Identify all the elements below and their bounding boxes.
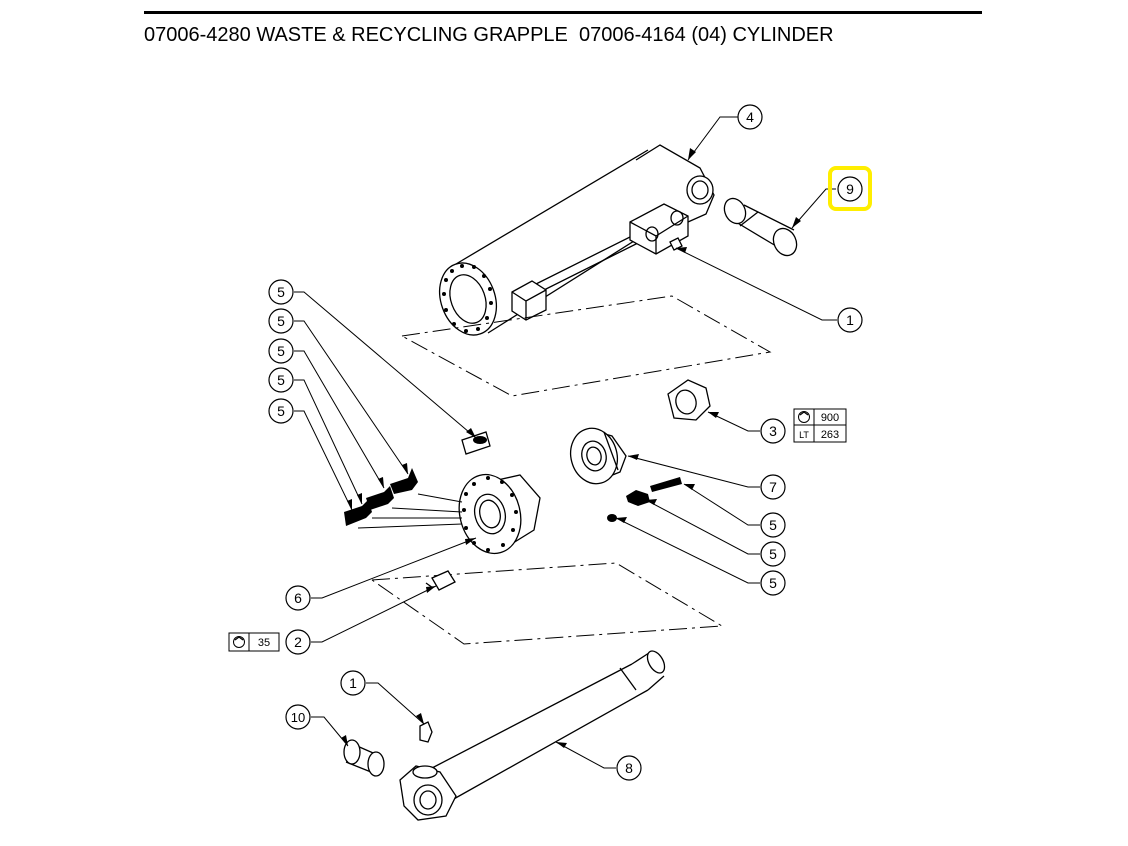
callout-10[interactable]: 10	[285, 704, 311, 730]
svg-text:5: 5	[277, 343, 285, 359]
svg-text:5: 5	[769, 575, 777, 591]
highlight-box	[828, 166, 872, 211]
svg-text:6: 6	[294, 590, 302, 606]
svg-text:5: 5	[277, 372, 285, 388]
leader-lines	[294, 116, 837, 769]
callout-5-b[interactable]: 5	[268, 308, 294, 334]
page-title: 07006-4280 WASTE & RECYCLING GRAPPLE 070…	[144, 24, 834, 46]
callout-2[interactable]: 2	[285, 629, 311, 655]
svg-text:10: 10	[291, 710, 305, 725]
callout-5-h[interactable]: 5	[760, 570, 786, 596]
torque-spec-item-3: LT 900 263	[793, 408, 847, 443]
piston	[569, 427, 627, 485]
svg-text:5: 5	[277, 284, 285, 300]
gland	[425, 431, 541, 591]
svg-text:5: 5	[769, 546, 777, 562]
callout-3[interactable]: 3	[760, 418, 786, 444]
title-rule	[144, 11, 982, 14]
callout-6[interactable]: 6	[285, 585, 311, 611]
torque-value: 900	[821, 412, 839, 424]
loctite-value: 263	[821, 429, 839, 441]
callout-5-e[interactable]: 5	[268, 398, 294, 424]
callout-5-f[interactable]: 5	[760, 512, 786, 538]
svg-text:8: 8	[625, 760, 633, 776]
svg-text:5: 5	[277, 313, 285, 329]
svg-text:7: 7	[769, 479, 777, 495]
seal-set-left	[344, 468, 418, 526]
svg-text:9: 9	[846, 181, 854, 197]
leader-arrowheads	[341, 148, 801, 748]
lt-label: LT	[799, 430, 809, 440]
callout-5-d[interactable]: 5	[268, 367, 294, 393]
callout-8[interactable]: 8	[616, 755, 642, 781]
torque-wrench-icon	[233, 636, 245, 648]
assembly-axis-planes	[371, 295, 772, 645]
callout-bubbles: 4 9 1 5 5 5 5 5 3 7 5 5 5 6 2 1 10 8	[268, 104, 863, 781]
cylinder-barrel	[438, 144, 798, 336]
torque-value: 35	[258, 637, 270, 649]
callout-5-g[interactable]: 5	[760, 541, 786, 567]
svg-text:2: 2	[294, 634, 302, 650]
torque-spec-item-2: 35	[228, 632, 280, 652]
callout-4[interactable]: 4	[737, 104, 763, 130]
callout-1-bottom[interactable]: 1	[340, 670, 366, 696]
callout-5-c[interactable]: 5	[268, 338, 294, 364]
svg-text:3: 3	[769, 423, 777, 439]
callout-9[interactable]: 9	[837, 176, 863, 202]
svg-text:1: 1	[846, 312, 854, 328]
svg-text:5: 5	[277, 403, 285, 419]
callout-7[interactable]: 7	[760, 474, 786, 500]
callout-5-a[interactable]: 5	[268, 279, 294, 305]
svg-text:1: 1	[349, 675, 357, 691]
svg-text:5: 5	[769, 517, 777, 533]
piston-rod	[343, 650, 666, 821]
callout-1-top[interactable]: 1	[837, 307, 863, 333]
piston-nut	[667, 379, 711, 421]
svg-text:4: 4	[746, 109, 754, 125]
torque-wrench-icon	[798, 411, 810, 423]
seal-set-right	[607, 477, 682, 522]
